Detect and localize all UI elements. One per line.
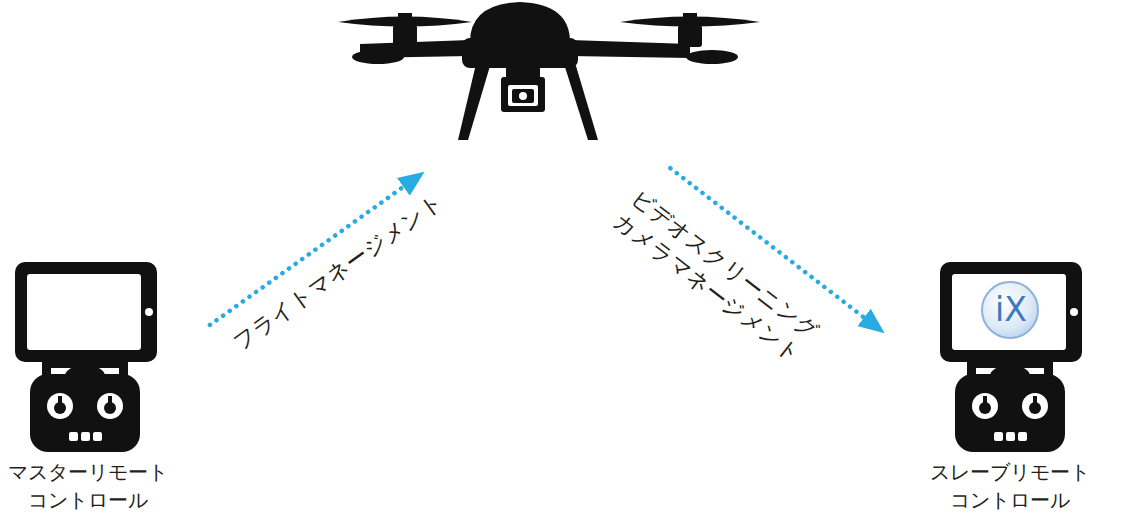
app-logo-text: iX xyxy=(995,293,1027,326)
node-label: マスターリモート コントロール xyxy=(5,458,170,514)
camera-body xyxy=(512,89,534,103)
landing-leg xyxy=(564,64,598,140)
camera-lens xyxy=(519,92,527,100)
master-controller xyxy=(15,262,157,452)
drone-dome xyxy=(470,2,570,42)
slave-controller xyxy=(940,262,1082,452)
arm-pod xyxy=(686,50,738,64)
motor xyxy=(678,25,702,47)
edge-label: ビデオスクリーニング カメラマネージメント xyxy=(595,173,838,379)
gimbal-mount xyxy=(506,66,540,78)
drone-illustration xyxy=(338,2,760,140)
drone-node xyxy=(300,0,750,145)
camera-housing xyxy=(501,77,545,112)
drone-body xyxy=(462,38,578,68)
propeller-hub xyxy=(398,13,412,25)
node-label: スレーブリモート コントロール xyxy=(925,458,1095,514)
master-controller-node: マスターリモート コントロール xyxy=(5,262,170,524)
propeller-hub xyxy=(683,13,697,25)
edge-label: フライトマネージメント xyxy=(212,176,465,368)
camera-frame xyxy=(508,85,538,106)
app-logo xyxy=(982,282,1038,338)
landing-leg xyxy=(458,64,490,140)
